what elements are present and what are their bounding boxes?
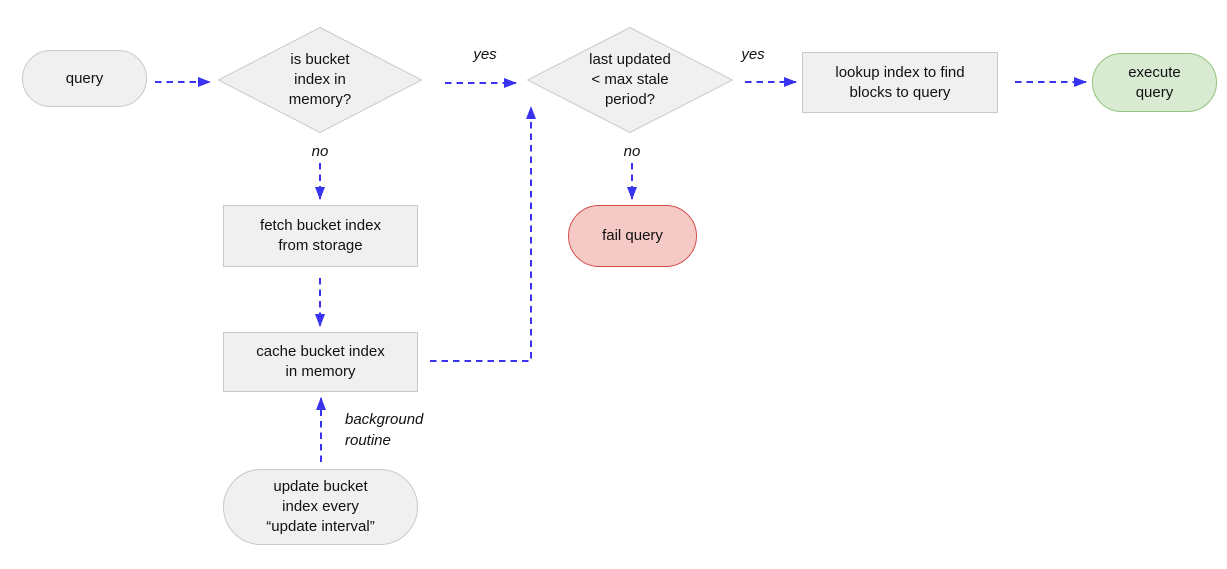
- edge-label-memory-no: no: [311, 143, 329, 160]
- edge-label-stale-yes: yes: [741, 46, 765, 63]
- node-update-bucket-index: update bucket index every “update interv…: [223, 469, 418, 545]
- node-memory-check-decision: is bucket index in memory?: [218, 27, 422, 133]
- node-fail-query: fail query: [568, 205, 697, 267]
- edge-label-memory-yes: yes: [473, 46, 497, 63]
- edge-label-stale-no: no: [623, 143, 641, 160]
- node-lookup-index: lookup index to find blocks to query: [802, 52, 998, 113]
- diamond-shape: [527, 27, 733, 133]
- edge-label-background-routine: background routine: [345, 411, 424, 449]
- node-stale-check-decision: last updated < max stale period?: [527, 27, 733, 133]
- node-execute-query: execute query: [1092, 53, 1217, 112]
- node-memory-check-label: is bucket index in memory?: [288, 51, 352, 108]
- node-fetch-bucket-index: fetch bucket index from storage: [223, 205, 418, 267]
- edge-cache-to-stale-check: [430, 106, 536, 362]
- node-query: query: [22, 50, 147, 107]
- node-stale-check-label: last updated < max stale period?: [589, 51, 671, 108]
- diamond-shape: [218, 27, 422, 133]
- node-cache-bucket-index: cache bucket index in memory: [223, 332, 418, 392]
